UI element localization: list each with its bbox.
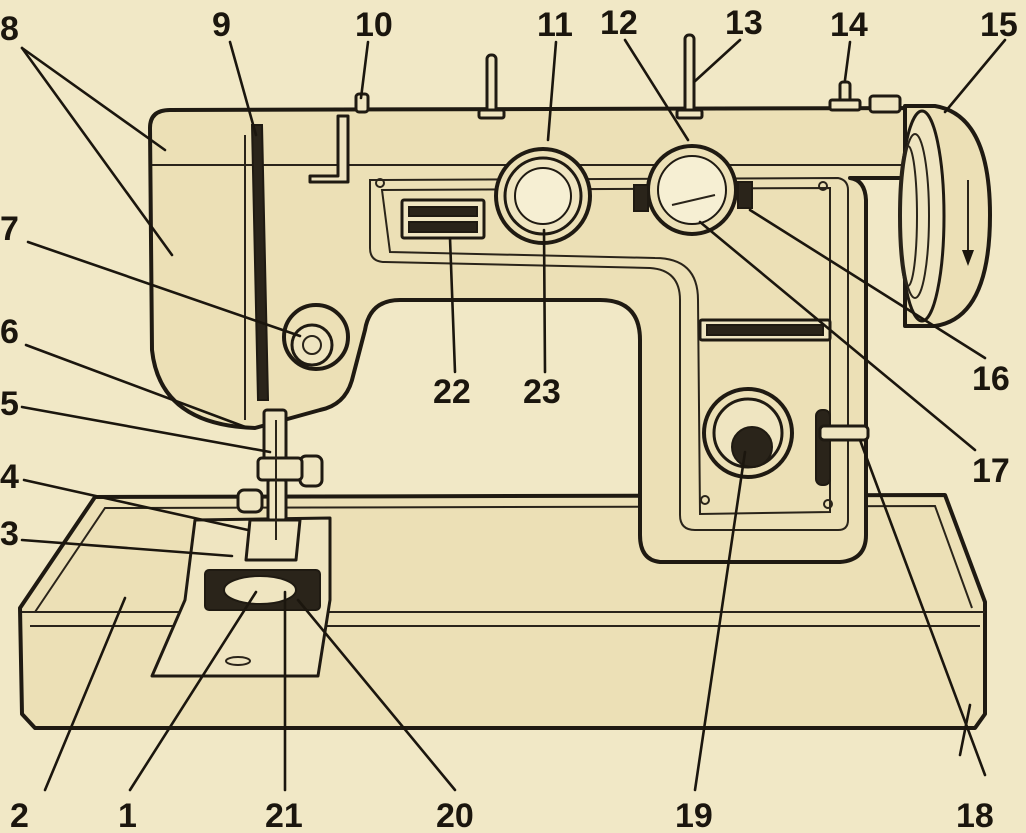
label-10: 10 [355, 6, 393, 44]
label-19: 19 [675, 797, 713, 833]
thread-tension [282, 303, 350, 371]
handwheel [868, 94, 992, 328]
dial-11-23 [494, 147, 592, 245]
label-12: 12 [600, 4, 638, 42]
label-6: 6 [0, 313, 19, 351]
label-21: 21 [265, 797, 303, 833]
label-17: 17 [972, 452, 1010, 490]
label-13: 13 [725, 4, 763, 42]
label-4: 4 [0, 458, 19, 496]
label-23: 23 [523, 373, 561, 411]
leader-lines [20, 38, 1007, 792]
needle-assembly [236, 124, 324, 562]
label-15: 15 [980, 6, 1018, 44]
label-2: 2 [10, 797, 29, 833]
label-8: 8 [0, 10, 19, 48]
dial-12-17 [633, 144, 753, 236]
label-7: 7 [0, 210, 19, 248]
spool-pins [308, 33, 862, 184]
label-3: 3 [0, 515, 19, 553]
part-labels: 8 9 10 11 12 13 14 15 7 6 5 4 3 22 23 16… [0, 4, 1018, 833]
label-20: 20 [436, 797, 474, 833]
label-16: 16 [972, 360, 1010, 398]
dial-19 [702, 387, 794, 479]
label-1: 1 [118, 797, 137, 833]
label-22: 22 [433, 373, 471, 411]
label-5: 5 [0, 385, 19, 423]
label-14: 14 [830, 6, 868, 44]
label-11: 11 [537, 6, 573, 44]
label-9: 9 [212, 6, 231, 44]
reverse-lever [815, 409, 870, 486]
label-18: 18 [956, 797, 994, 833]
